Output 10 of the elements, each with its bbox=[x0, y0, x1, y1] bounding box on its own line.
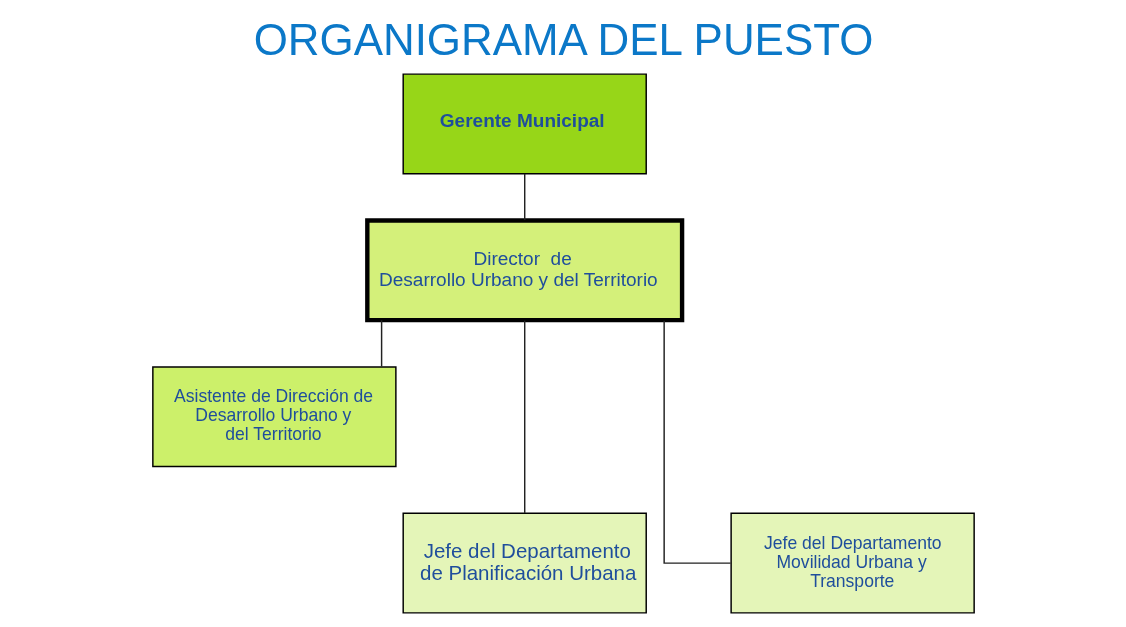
node-box: Gerente Municipal bbox=[401, 73, 647, 175]
diagram-title: ORGANIGRAMA DEL PUESTO bbox=[253, 15, 873, 65]
node-box: Asistente de Dirección de Desarrollo Urbano y del Territorio bbox=[151, 366, 397, 468]
connector bbox=[523, 173, 525, 221]
connector bbox=[523, 319, 525, 514]
connector bbox=[380, 319, 382, 368]
connector bbox=[662, 319, 731, 564]
node-box: Jefe del Departamento de Planificación Urbana bbox=[401, 512, 647, 614]
node-box: Director de Desarrollo Urbano y del Territorio bbox=[364, 218, 684, 323]
node-box: Jefe del Departamento Movilidad Urbana y Transporte bbox=[729, 512, 975, 614]
